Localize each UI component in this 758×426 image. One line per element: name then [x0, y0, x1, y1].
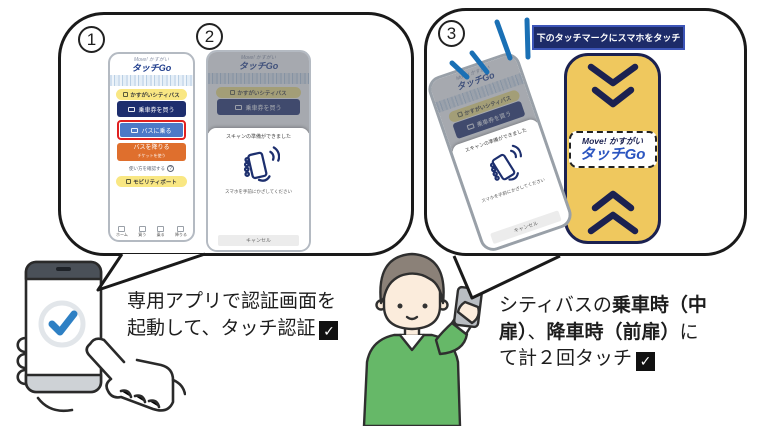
nav-item-home[interactable]: ホーム	[116, 226, 128, 237]
bus-icon	[157, 226, 165, 232]
step-number-1: 1	[78, 26, 105, 53]
city-skyline-banner	[208, 73, 309, 84]
chevron-up-icon	[587, 190, 638, 235]
buy-ticket-button: 乗車券を買う	[217, 99, 300, 115]
dimmed-app-background: Move! かすがい タッチGo かすがいシティバス 乗車券を買う	[208, 52, 309, 134]
app-brand-large: タッチGo	[131, 63, 172, 73]
question-mark-icon: ?	[167, 165, 174, 172]
ride-bus-button[interactable]: バスに乗る	[120, 123, 183, 137]
getoff-bus-button[interactable]: バスを降りる チケットを使う	[117, 143, 186, 161]
usage-help-link[interactable]: 使い方を確認する ?	[110, 165, 193, 172]
touch-instruction-banner: 下のタッチマークにスマホをタッチ	[532, 25, 685, 50]
phone-screenshot-home: Move! かすがい タッチGo かすがいシティバス 乗車券を買う バスに乗る	[108, 52, 195, 242]
chevron-down-icon	[587, 63, 638, 108]
nav-item-ride[interactable]: 乗る	[157, 226, 165, 237]
caption-left: 専用アプリで認証画面を 起動して、タッチ認証✓	[127, 289, 372, 342]
bus-icon	[123, 92, 129, 97]
ticket-icon	[138, 226, 146, 232]
ticket-icon	[128, 106, 136, 112]
nav-item-getoff[interactable]: 降りる	[175, 226, 187, 237]
city-bus-section-label: かすがいシティバス	[216, 87, 301, 98]
checkmark-box-icon: ✓	[636, 351, 656, 371]
ticket-icon	[466, 122, 475, 130]
bus-touch-mark: Move! かすがい タッチGo	[564, 53, 661, 244]
nav-item-buy[interactable]: 買う	[138, 226, 146, 237]
cancel-button[interactable]: キャンセル	[217, 235, 300, 246]
port-icon	[126, 179, 132, 184]
city-skyline-banner	[435, 73, 524, 113]
nfc-tap-icon	[489, 144, 522, 181]
home-icon	[118, 226, 126, 232]
nfc-scan-modal: スキャンの準備ができました スマホを手前にかざしてください キャンセル	[208, 128, 309, 250]
mobility-port-section-label: モビリティポート	[116, 176, 187, 187]
phone-tapping-mark: Move! かすがい タッチGo かすがいシティバス 乗車券を買う スキャンの準…	[424, 49, 576, 255]
scan-hint-text: スマホを手前にかざしてください	[224, 189, 293, 195]
bus-icon	[456, 111, 464, 118]
nfc-tap-icon	[243, 146, 280, 182]
bottom-nav-bar: ホーム 買う 乗る 降りる	[110, 226, 193, 238]
step-number-2: 2	[196, 23, 223, 50]
checkmark-box-icon: ✓	[319, 321, 339, 341]
city-bus-section-label: かすがいシティバス	[116, 89, 187, 100]
bus-icon	[230, 90, 236, 95]
buy-ticket-button[interactable]: 乗車券を買う	[117, 101, 186, 117]
city-skyline-banner	[110, 75, 193, 86]
step-number-3: 3	[438, 20, 465, 47]
touch-mark-logo: Move! かすがい タッチGo	[568, 130, 657, 168]
caption-right: シティバスの乗車時（中 扉）、降車時（前扉）に て計２回タッチ✓	[499, 295, 707, 371]
ticket-icon	[235, 104, 243, 110]
nfc-scan-modal: スキャンの準備ができました スマホを手前にかざしてください キャンセル	[450, 117, 572, 251]
ride-bus-button-highlight: バスに乗る	[117, 120, 186, 140]
scan-ready-title: スキャンの準備ができました	[225, 134, 291, 141]
phone-screenshot-scan: Move! かすがい タッチGo かすがいシティバス 乗車券を買う スキャンの準…	[206, 50, 311, 252]
app-brand-small: Move! かすがい	[133, 57, 169, 63]
getoff-icon	[177, 226, 185, 232]
bus-icon	[131, 127, 139, 133]
person-holding-phone-illustration	[362, 252, 483, 426]
city-bus-section-label: かすがいシティバス	[447, 88, 521, 124]
